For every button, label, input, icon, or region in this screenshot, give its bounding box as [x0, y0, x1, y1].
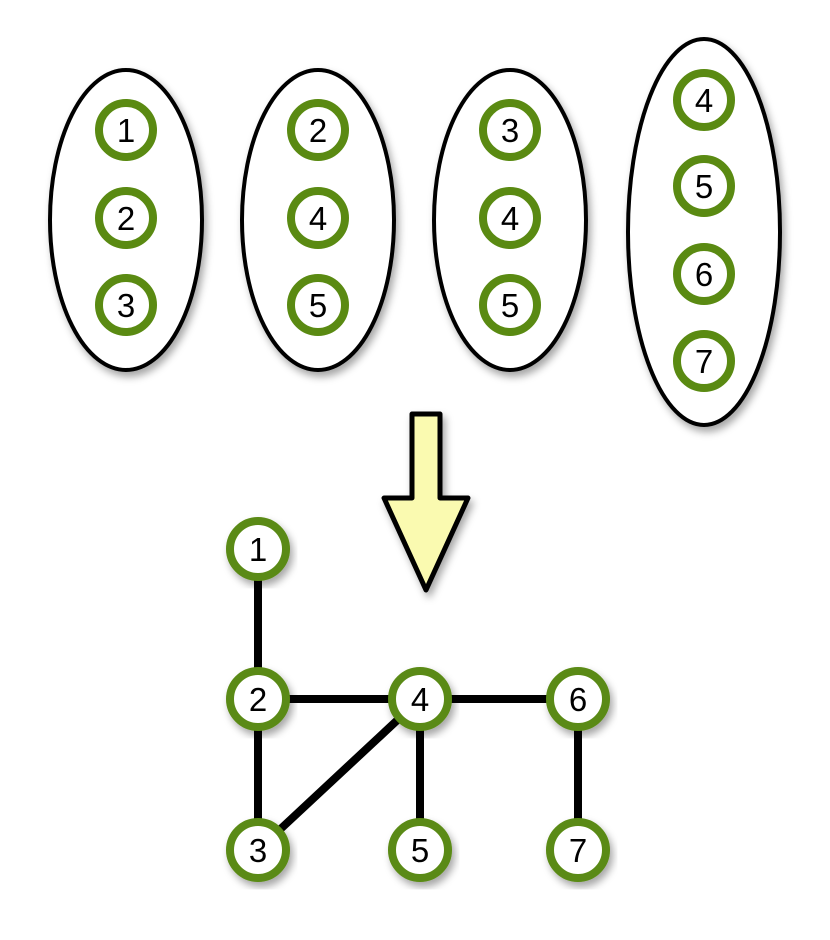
group-node: 5 [673, 155, 735, 217]
group-2: 2 4 5 [240, 68, 396, 372]
graph-node-label: 7 [569, 832, 587, 869]
graph-node-label: 5 [411, 832, 429, 869]
graph-node-circle [388, 818, 452, 882]
group-node-label: 1 [117, 112, 135, 149]
arrow-layer [381, 411, 471, 593]
graph-node-4: 4 [388, 667, 452, 731]
graph-node-label: 3 [249, 832, 267, 869]
group-node-circle [287, 187, 349, 249]
group-node-label: 2 [117, 200, 135, 237]
group-node: 7 [673, 330, 735, 392]
graph-node-1: 1 [226, 517, 290, 581]
graph-node-label: 4 [411, 681, 429, 718]
group-node-circle [673, 69, 735, 131]
group-4: 4 5 6 7 [626, 37, 782, 427]
graph-node-circle [546, 818, 610, 882]
group-node-circle [673, 155, 735, 217]
group-node-circle [95, 187, 157, 249]
group-node: 5 [287, 274, 349, 336]
group-node-circle [479, 99, 541, 161]
group-node-label: 3 [501, 112, 519, 149]
graph-node-5: 5 [388, 818, 452, 882]
graph-node-6: 6 [546, 667, 610, 731]
group-node: 3 [479, 99, 541, 161]
group-3: 3 4 5 [432, 68, 588, 372]
group-node: 6 [673, 243, 735, 305]
group-node-label: 5 [695, 168, 713, 205]
graph-node-2: 2 [226, 667, 290, 731]
group-1: 1 2 3 [48, 68, 204, 372]
group-node-circle [479, 187, 541, 249]
group-node-label: 7 [695, 343, 713, 380]
group-node: 1 [95, 99, 157, 161]
graph-node-label: 2 [249, 681, 267, 718]
group-node-label: 4 [695, 82, 713, 119]
group-node: 3 [95, 274, 157, 336]
graph-edge-3-4 [254, 695, 424, 854]
down-arrow-icon [381, 411, 471, 593]
group-node-label: 3 [117, 287, 135, 324]
group-node: 5 [479, 274, 541, 336]
graph-node-label: 6 [569, 681, 587, 718]
group-node-circle [673, 243, 735, 305]
group-node-label: 5 [309, 287, 327, 324]
group-node: 4 [479, 187, 541, 249]
group-node: 2 [95, 187, 157, 249]
group-node-circle [287, 274, 349, 336]
group-node-circle [95, 99, 157, 161]
graph-node-label: 1 [249, 531, 267, 568]
graph-nodes: 1 2 3 4 5 6 7 [226, 517, 610, 882]
group-node-circle [287, 99, 349, 161]
group-node: 4 [287, 187, 349, 249]
group-node: 2 [287, 99, 349, 161]
graph-node-circle [388, 667, 452, 731]
graph-node-circle [226, 517, 290, 581]
group-node-label: 6 [695, 256, 713, 293]
graph-node-7: 7 [546, 818, 610, 882]
group-node-circle [95, 274, 157, 336]
group-node-label: 4 [501, 200, 519, 237]
group-node-label: 4 [309, 200, 327, 237]
group-node-label: 5 [501, 287, 519, 324]
groups-layer: 1 2 3 2 4 5 3 4 5 4 5 6 7 [48, 37, 782, 427]
group-node-label: 2 [309, 112, 327, 149]
graph-node-3: 3 [226, 818, 290, 882]
group-node-circle [673, 330, 735, 392]
group-ellipse [626, 37, 782, 427]
graph-node-circle [546, 667, 610, 731]
group-node-circle [479, 274, 541, 336]
graph-node-circle [226, 818, 290, 882]
group-node: 4 [673, 69, 735, 131]
graph-node-circle [226, 667, 290, 731]
